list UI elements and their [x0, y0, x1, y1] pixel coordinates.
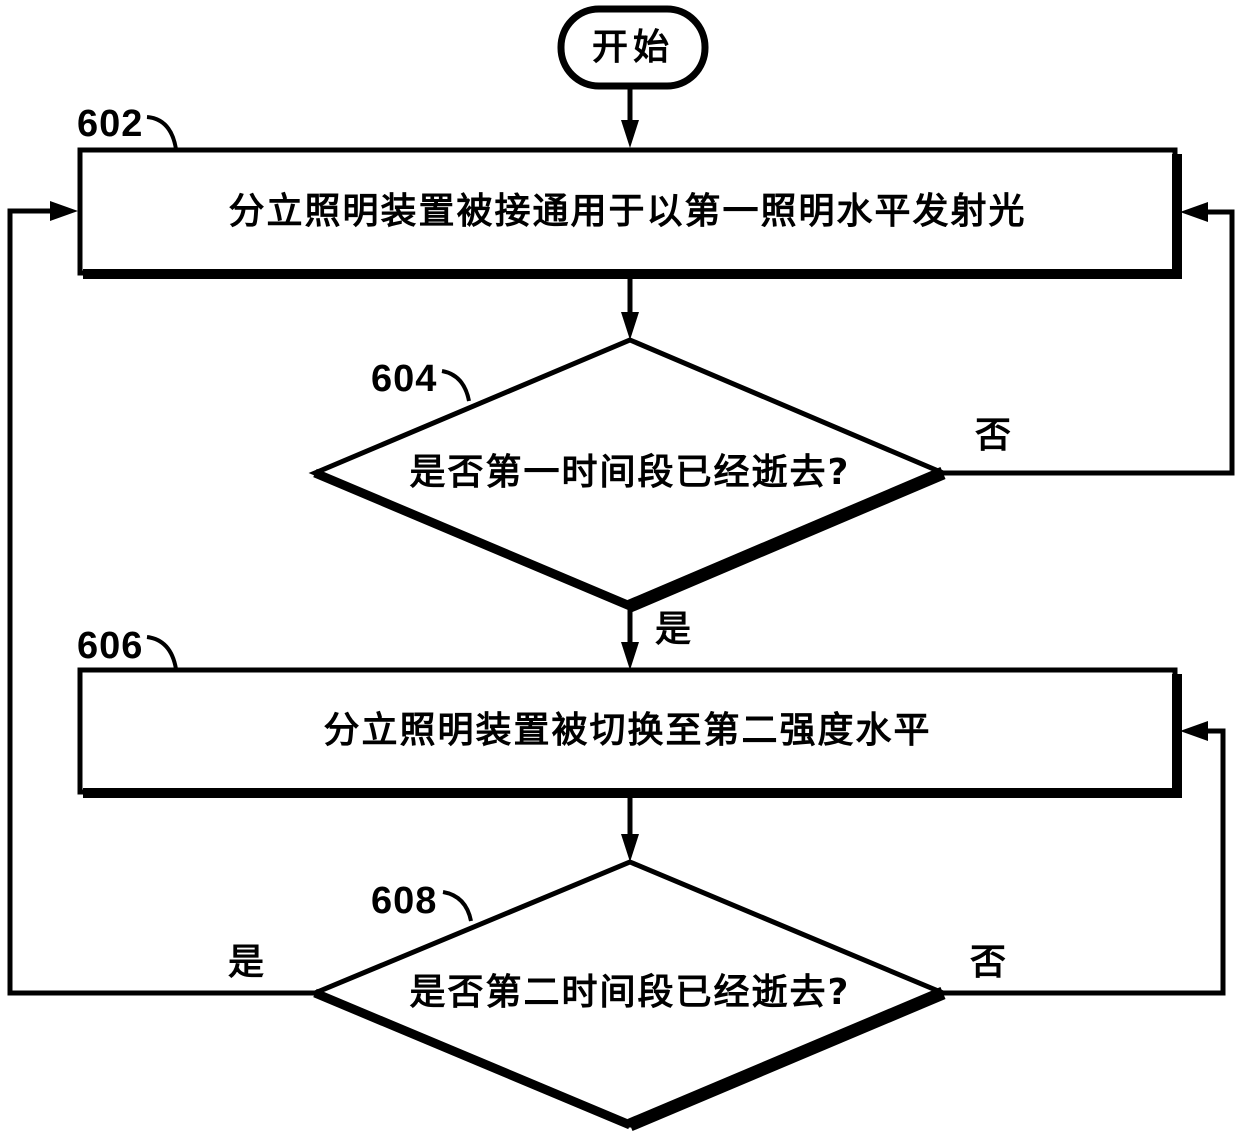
decision-608-shadow-right: [627, 987, 946, 1131]
arrowhead-into-606-top: [621, 642, 639, 670]
process-606-shape: [77, 667, 1178, 795]
process-606-text: 分立照明装置被切换至第二强度水平: [323, 710, 932, 751]
edge-608-yes-line: [7, 208, 315, 996]
ref-606-hook: [146, 635, 178, 670]
edge-608-no-line: [943, 728, 1226, 996]
decision-608-text: 是否第二时间段已经逝去?: [409, 972, 851, 1013]
ref-608-hook: [442, 890, 473, 922]
edge-604-no-line: [943, 209, 1235, 476]
ref-602-hook: [146, 115, 178, 150]
decision-604-shadow-left: [313, 468, 632, 611]
branch-604-no-label: 否: [975, 415, 1012, 456]
ref-label-604: 604: [371, 358, 438, 400]
start-terminal-label: 开始: [591, 26, 674, 68]
decision-604-text: 是否第一时间段已经逝去?: [409, 452, 851, 493]
start-terminal-shape: [557, 5, 709, 90]
decision-604-shadow-right: [627, 467, 946, 612]
process-606-shadow: [83, 674, 1182, 798]
ref-label-606: 606: [77, 625, 144, 667]
branch-608-yes-label: 是: [228, 942, 265, 983]
branch-608-no-label: 否: [970, 942, 1007, 983]
arrowhead-into-602-left: [50, 201, 78, 221]
ref-label-602: 602: [77, 103, 144, 145]
decision-608-shadow-left: [313, 988, 632, 1130]
branch-604-yes-label: 是: [655, 609, 692, 650]
process-602-shape: [77, 147, 1178, 276]
ref-label-608: 608: [371, 880, 438, 922]
process-602-shadow: [83, 154, 1182, 279]
arrowhead-into-602-right: [1180, 202, 1208, 222]
arrowhead-into-604-top: [621, 312, 639, 340]
arrowhead-into-602-top: [621, 120, 639, 148]
ref-604-hook: [441, 369, 471, 402]
arrowhead-into-608-top: [621, 834, 639, 862]
process-602-text: 分立照明装置被接通用于以第一照明水平发射光: [228, 190, 1027, 232]
arrowhead-into-606-right: [1180, 721, 1208, 741]
